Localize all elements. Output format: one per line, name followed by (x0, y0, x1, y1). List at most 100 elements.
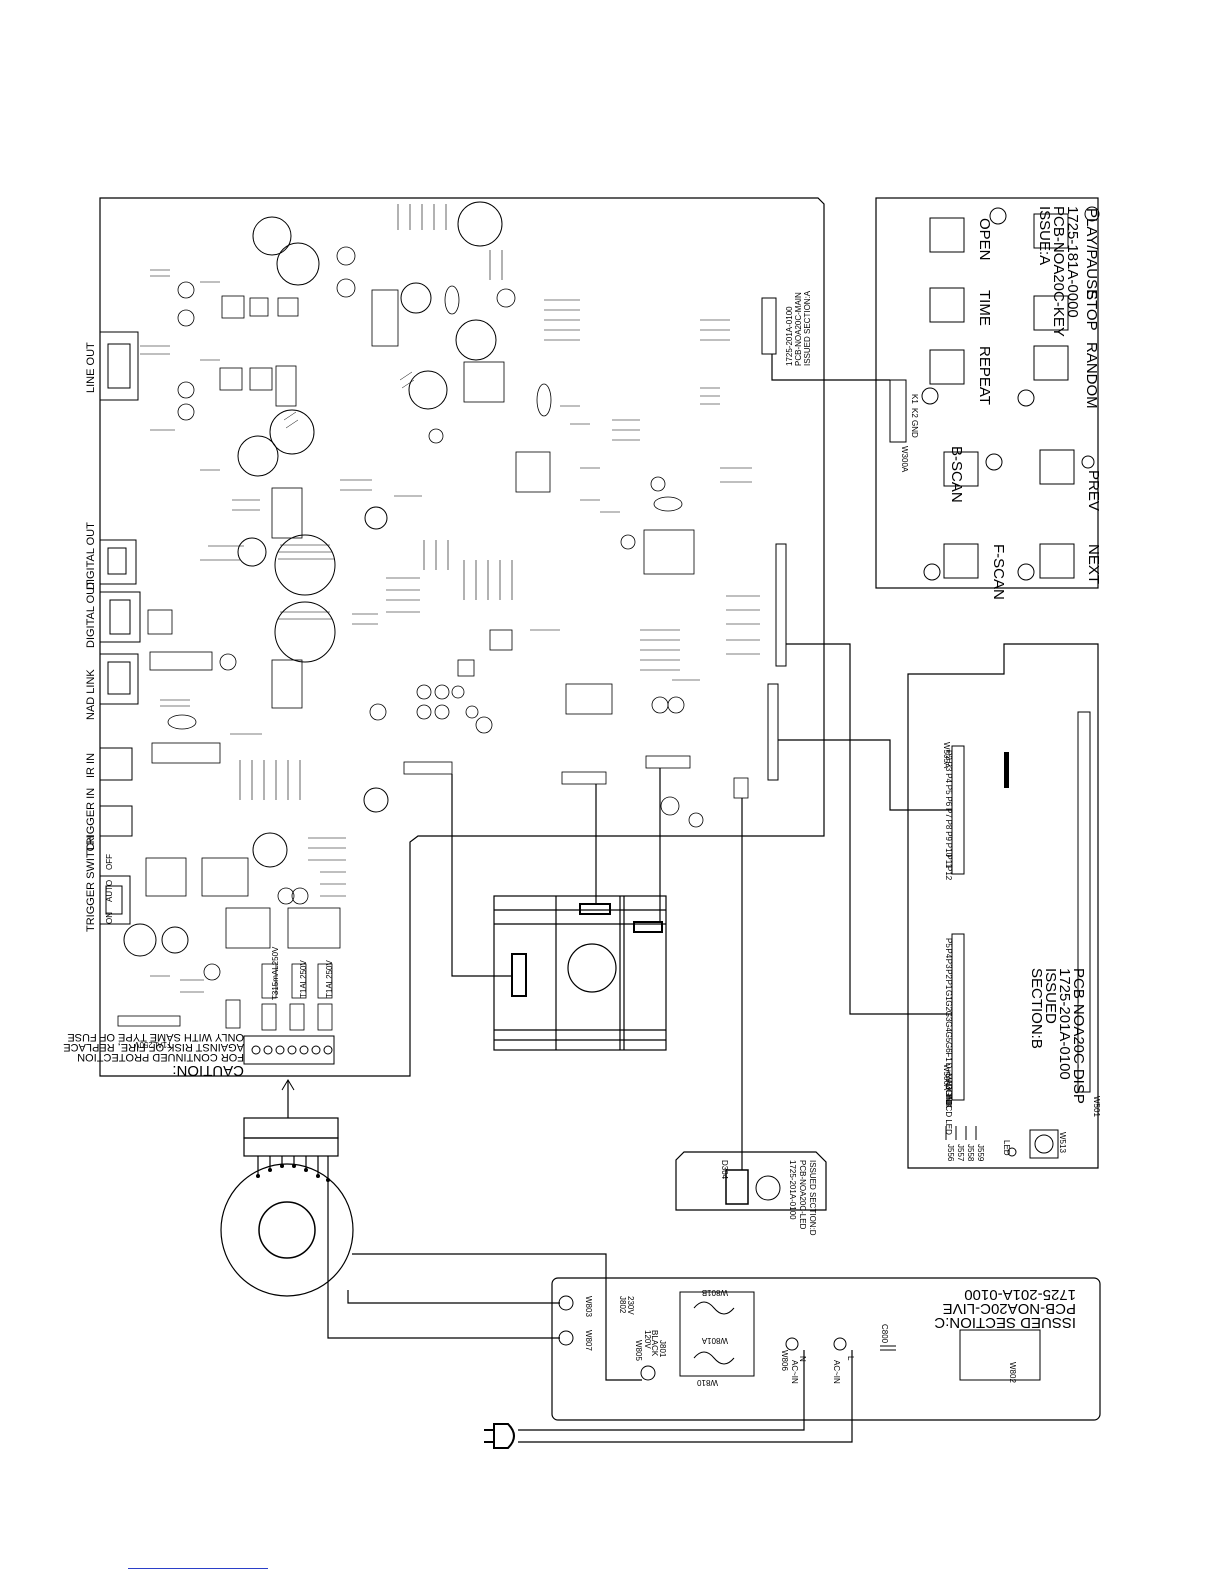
live-issue: ISSUED SECTION:C (934, 1314, 1076, 1331)
live-ac-in-1: AC~IN (790, 1360, 799, 1384)
caution-line-2: AGAINST RISK OF FIRE, REPLACE (63, 1041, 244, 1053)
key-buttons (921, 206, 1100, 581)
disp-b-pin-7: G3 (944, 1011, 953, 1022)
button-label-next: NEXT (1085, 544, 1102, 584)
disp-a-pin-0: P2 (944, 750, 953, 760)
key-pcb-name: PCB-NOA20C-KEY (1050, 206, 1067, 337)
disp-part: 1725-201A-0100 (1056, 968, 1073, 1080)
disp-slot (1004, 752, 1009, 788)
disp-a-pin-7: P9 (944, 831, 953, 841)
jack-label-trigger-in: TRIGGER IN (85, 788, 97, 852)
disp-j557: J557 (956, 1144, 965, 1162)
key-ref: W300A (900, 446, 909, 473)
plug-icon (484, 1423, 515, 1449)
disp-jumpers (945, 1126, 977, 1140)
live-pcb-name: PCB-NOA20C-LIVE (943, 1300, 1076, 1317)
button-label-time: TIME (976, 290, 993, 326)
live-voltage-120: 120V (643, 1330, 652, 1349)
capacitors-large (123, 201, 503, 957)
jack-label-line-out: LINE OUT (85, 342, 97, 393)
board-edge-connectors (761, 297, 787, 781)
disp-misc-w513: W513 (1058, 1132, 1067, 1153)
disp-b-pin-5: G1 (944, 990, 953, 1001)
main-part-label: 1725-201A-0100 (785, 306, 794, 366)
live-voltage-230: 230V (626, 1296, 635, 1315)
main-pcb-name: PCB-NOA20C-MAIN (794, 292, 803, 366)
disp-a-pin-8: P10 (944, 843, 953, 858)
wiring (281, 354, 952, 1443)
disp-b-pin-1: P4 (944, 948, 953, 958)
disp-b-pin-2: P3 (944, 959, 953, 969)
led-part: 1725-201A-0100 (788, 1160, 797, 1220)
footer-link-line (128, 1568, 268, 1569)
main-board: LINE OUT DIGITAL OUT DIGITAL OUT NAD LIN… (63, 197, 825, 1079)
transformer (220, 1117, 354, 1297)
disp-b-pin-15: HDCD LED (944, 1094, 953, 1135)
live-w801b: W801B (702, 1288, 728, 1297)
disp-a-pin-5: P7 (944, 808, 953, 818)
key-pin-k2: K2 (910, 408, 919, 418)
disp-led-label: LED (1002, 1140, 1011, 1156)
disp-a-pin-10: P12 (944, 866, 953, 881)
button-label-prev: PREV (1085, 470, 1102, 511)
disp-connector-b-label: W506A (942, 1064, 951, 1091)
led-pcb-name: PCB-NOA20C-LED (798, 1160, 807, 1230)
jack-label-nad-link: NAD LINK (85, 669, 97, 720)
disp-a-pin-3: P5 (944, 785, 953, 795)
disp-b-pin-13: NADLINK (944, 1073, 953, 1108)
transformer-connector (243, 1035, 335, 1065)
fuse-label-t1al250v-3: T1AL250V (325, 960, 334, 998)
live-ac-l: L (846, 1356, 855, 1361)
disp-issue: ISSUED (1042, 968, 1059, 1024)
button-label-random: RANDOM (1083, 342, 1100, 409)
live-w807: W807 (584, 1330, 593, 1351)
switch-label-auto: AUTO (105, 880, 114, 902)
live-w803: W803 (584, 1296, 593, 1317)
led-ref: D304 (720, 1160, 729, 1180)
disp-a-pin-4: P6 (944, 796, 953, 806)
disp-section: SECTION:B (1028, 968, 1045, 1049)
disp-b-pin-4: P1 (944, 980, 953, 990)
main-issue: ISSUED SECTION:A (803, 290, 812, 366)
live-ac-n: N (798, 1356, 807, 1362)
disp-a-pin-1: P3 (944, 762, 953, 772)
fuse-label-t1al250v-2: T1AL250V (299, 960, 308, 998)
live-w810: W810 (697, 1378, 718, 1387)
jack-label-digital-out-1: DIGITAL OUT (85, 522, 97, 590)
button-label-play-pause-2: PLAY/PAUSE (1083, 208, 1100, 299)
disp-b-pin-3: P2 (944, 969, 953, 979)
led-issue: ISSUED SECTION:D (808, 1160, 817, 1236)
live-part: 1725-201A-0100 (964, 1286, 1076, 1303)
caution-line-1: FOR CONTINUED PROTECTION (77, 1051, 244, 1063)
switch-label-on: ON (105, 912, 114, 924)
live-j802: J802 (618, 1296, 627, 1314)
disp-connector-b (951, 933, 965, 1101)
key-pin-k1: K1 (910, 394, 919, 404)
key-board: 1725-181A-0000 PCB-NOA20C-KEY ISSUE:A PL… (875, 197, 1102, 600)
disp-b-pin-10: G6 (944, 1042, 953, 1053)
caution-line-3: ONLY WITH SAME TYPE OF FUSE (67, 1031, 244, 1043)
disp-a-pin-2: P4 (944, 773, 953, 783)
button-label-b-scan: B-SCAN (948, 446, 965, 503)
resistor-traces (140, 204, 760, 993)
live-voltage-black: BLACK (650, 1330, 659, 1357)
live-c800: C800 (880, 1324, 889, 1344)
fuse-label-t315mal250v: T315mAL250V (271, 946, 280, 1000)
caution-title: CAUTION: (172, 1062, 244, 1079)
led-board: D304 1725-201A-0100 PCB-NOA20C-LED ISSUE… (675, 1151, 827, 1236)
capacitor-hatch (278, 371, 415, 620)
live-w805: W805 (634, 1340, 643, 1361)
button-label-stop-2: STOP (1083, 290, 1100, 331)
disp-a-pin-6: P8 (944, 820, 953, 830)
disp-b-pin-6: G2 (944, 1000, 953, 1011)
disp-b-pin-11: F1 (944, 1052, 953, 1062)
jack-label-ir-in: IR IN (85, 753, 97, 778)
key-pin-gnd: GND (910, 420, 919, 438)
disp-b-pin-8: G4 (944, 1021, 953, 1032)
key-issue: ISSUE:A (1036, 206, 1053, 265)
disp-j559: J559 (976, 1144, 985, 1162)
button-label-open: OPEN (976, 218, 993, 261)
